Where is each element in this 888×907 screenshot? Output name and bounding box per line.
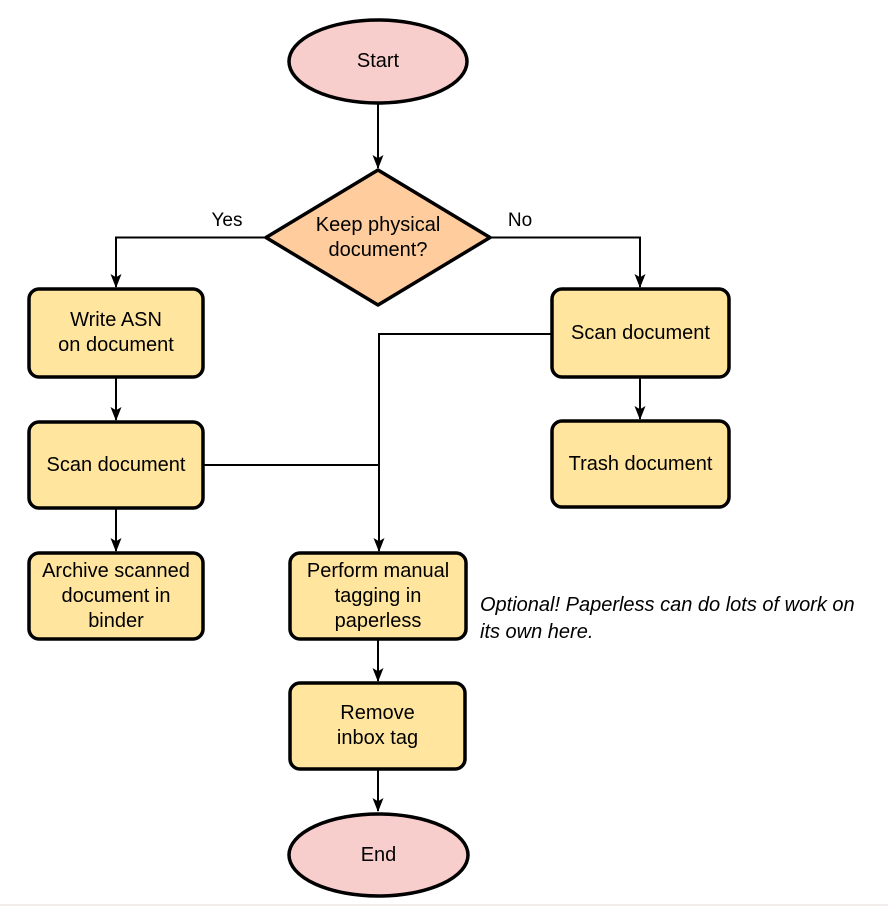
- edge-decision-no: [490, 236, 646, 288]
- edge-label-no: No: [507, 210, 533, 231]
- trash-document-box: [550, 419, 731, 509]
- manual-tagging-box: [288, 551, 468, 641]
- edge-decision-yes: [110, 236, 266, 288]
- end-ellipse: [287, 812, 470, 898]
- remove-inbox-tag-box: [288, 681, 467, 771]
- write-asn-box: [27, 287, 205, 379]
- start-ellipse: [287, 18, 469, 105]
- edge-group: [110, 103, 646, 812]
- optional-note-line: Optional! Paperless can do lots of work …: [480, 594, 855, 616]
- scan-document-left-box: [27, 420, 205, 510]
- decision-diamond: [264, 168, 492, 307]
- scan-document-right-box: [550, 287, 731, 379]
- edge-scanright-to-tagging: [373, 333, 552, 552]
- optional-note: Optional! Paperless can do lots of work …: [480, 592, 855, 646]
- edge-label-yes: Yes: [211, 210, 243, 231]
- archive-box: [27, 551, 205, 641]
- page-bottom-edge: [0, 904, 888, 906]
- optional-note-line: its own here.: [480, 621, 594, 643]
